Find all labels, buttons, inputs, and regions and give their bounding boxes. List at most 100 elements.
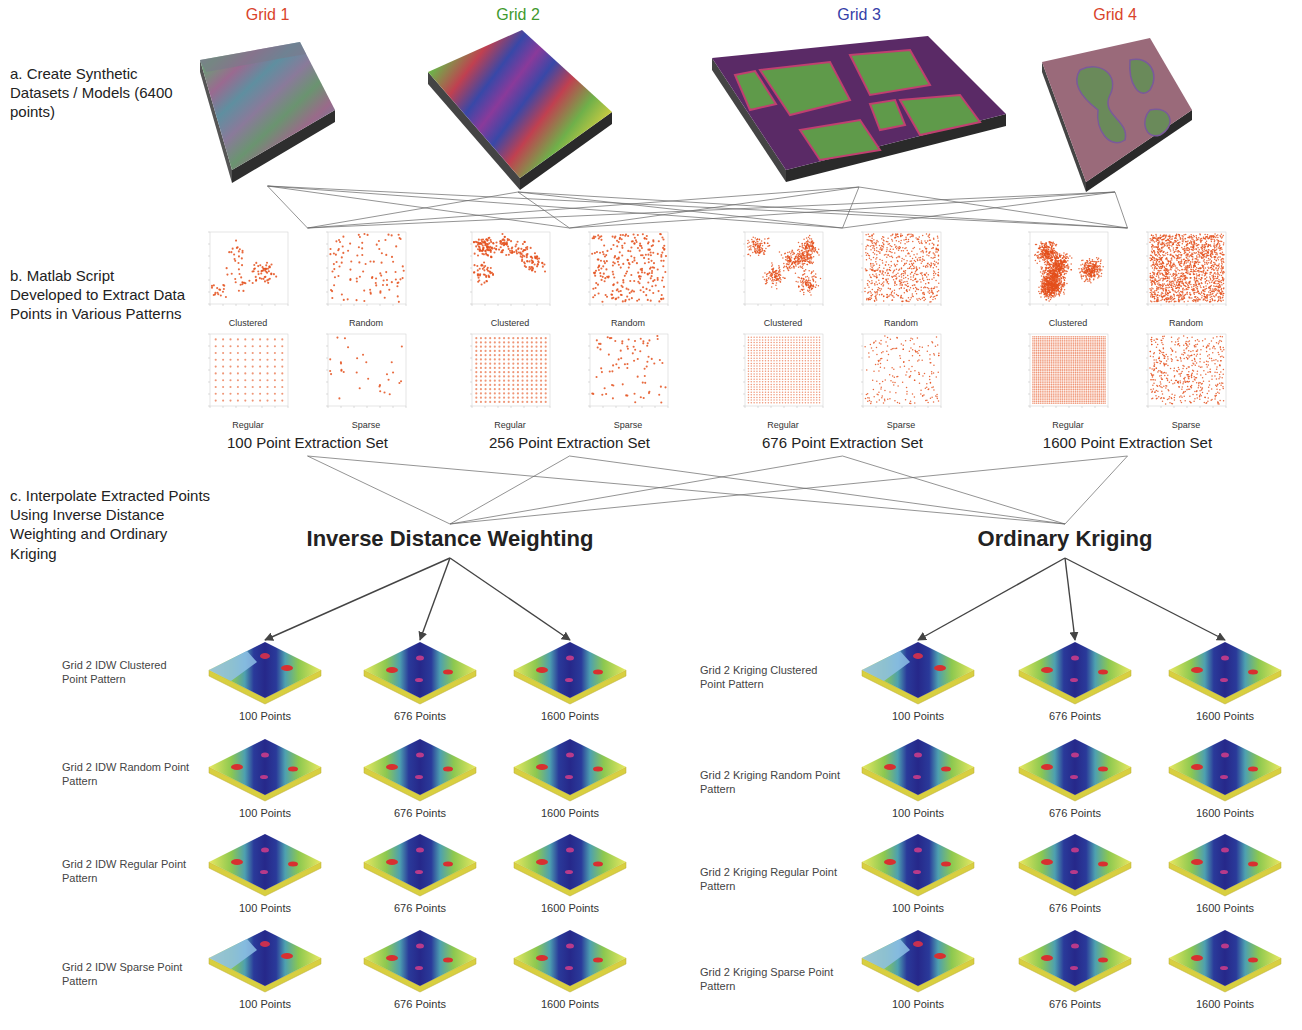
data-point xyxy=(215,379,217,381)
data-point xyxy=(797,263,799,265)
data-point xyxy=(479,248,481,250)
data-point xyxy=(608,275,610,277)
data-point xyxy=(606,296,608,298)
data-point xyxy=(646,365,648,367)
data-point xyxy=(640,338,642,340)
axis-tick xyxy=(470,406,472,407)
data-point xyxy=(531,384,533,386)
data-point xyxy=(659,233,661,235)
terrain-ridge xyxy=(200,42,306,72)
data-point xyxy=(536,255,538,257)
data-point xyxy=(362,354,364,356)
data-point xyxy=(806,243,808,245)
axis-tick xyxy=(354,406,355,408)
data-point xyxy=(482,249,484,251)
data-point xyxy=(259,393,261,395)
data-point xyxy=(508,337,510,339)
axis-tick xyxy=(262,406,263,408)
data-point xyxy=(802,264,804,266)
data-point xyxy=(385,271,387,273)
data-point xyxy=(363,233,365,235)
axis-tick xyxy=(743,244,745,245)
data-point xyxy=(537,263,539,265)
link-line xyxy=(518,192,843,228)
data-point xyxy=(663,249,665,251)
data-point xyxy=(534,271,536,273)
data-point xyxy=(334,276,336,278)
data-point xyxy=(363,290,365,292)
data-point xyxy=(266,262,268,264)
point-pattern-plot: Sparse xyxy=(322,330,410,428)
data-point xyxy=(804,256,806,258)
data-point xyxy=(602,251,604,253)
data-point xyxy=(760,242,762,244)
data-point xyxy=(809,241,811,243)
data-point xyxy=(809,280,811,282)
data-point xyxy=(371,277,373,279)
data-point xyxy=(238,290,240,292)
data-point xyxy=(778,274,780,276)
data-point xyxy=(807,258,809,260)
data-point xyxy=(753,246,755,248)
data-point xyxy=(799,258,801,260)
data-point xyxy=(805,283,807,285)
data-point xyxy=(375,284,377,286)
data-point xyxy=(526,375,528,377)
data-point xyxy=(515,245,517,247)
axis-tick xyxy=(210,406,211,408)
data-point xyxy=(531,367,533,369)
data-point xyxy=(779,273,781,275)
data-point xyxy=(540,341,542,343)
data-point xyxy=(810,284,812,286)
data-point xyxy=(807,259,809,261)
data-point xyxy=(517,392,519,394)
data-point xyxy=(778,265,780,267)
data-point xyxy=(237,338,239,340)
data-point xyxy=(767,242,769,244)
data-point xyxy=(776,282,778,284)
data-point xyxy=(531,354,533,356)
data-point xyxy=(486,245,488,247)
data-point xyxy=(612,236,614,238)
data-point xyxy=(503,371,505,373)
data-point xyxy=(540,380,542,382)
data-point xyxy=(480,341,482,343)
data-point xyxy=(255,279,257,281)
data-point xyxy=(628,267,630,269)
pattern-label: Sparse xyxy=(352,420,381,430)
data-point xyxy=(772,279,774,281)
axis-tick xyxy=(208,244,210,245)
data-point xyxy=(478,277,480,279)
data-point xyxy=(522,384,524,386)
grid-2-terrain xyxy=(428,30,612,190)
data-point xyxy=(652,244,654,246)
data-point xyxy=(755,250,757,252)
grid-4-terrain xyxy=(1042,38,1192,192)
data-point xyxy=(806,250,808,252)
data-point xyxy=(238,268,240,270)
data-point xyxy=(512,388,514,390)
data-point xyxy=(613,283,615,285)
data-point xyxy=(790,253,792,255)
data-point xyxy=(349,279,351,281)
data-point xyxy=(369,260,371,262)
flow-arrow xyxy=(450,558,570,640)
data-point xyxy=(805,269,807,271)
data-point xyxy=(264,276,266,278)
data-point xyxy=(795,261,797,263)
data-point xyxy=(266,352,268,354)
data-point xyxy=(812,243,814,245)
data-point xyxy=(771,275,773,277)
data-point xyxy=(662,238,664,240)
data-point xyxy=(782,277,784,279)
data-point xyxy=(592,296,594,298)
data-point xyxy=(638,276,640,278)
data-point xyxy=(516,252,518,254)
data-point xyxy=(801,243,803,245)
data-point xyxy=(485,242,487,244)
data-point xyxy=(512,341,514,343)
data-point xyxy=(508,375,510,377)
data-point xyxy=(803,254,805,256)
data-point xyxy=(483,273,485,275)
data-point xyxy=(503,358,505,360)
